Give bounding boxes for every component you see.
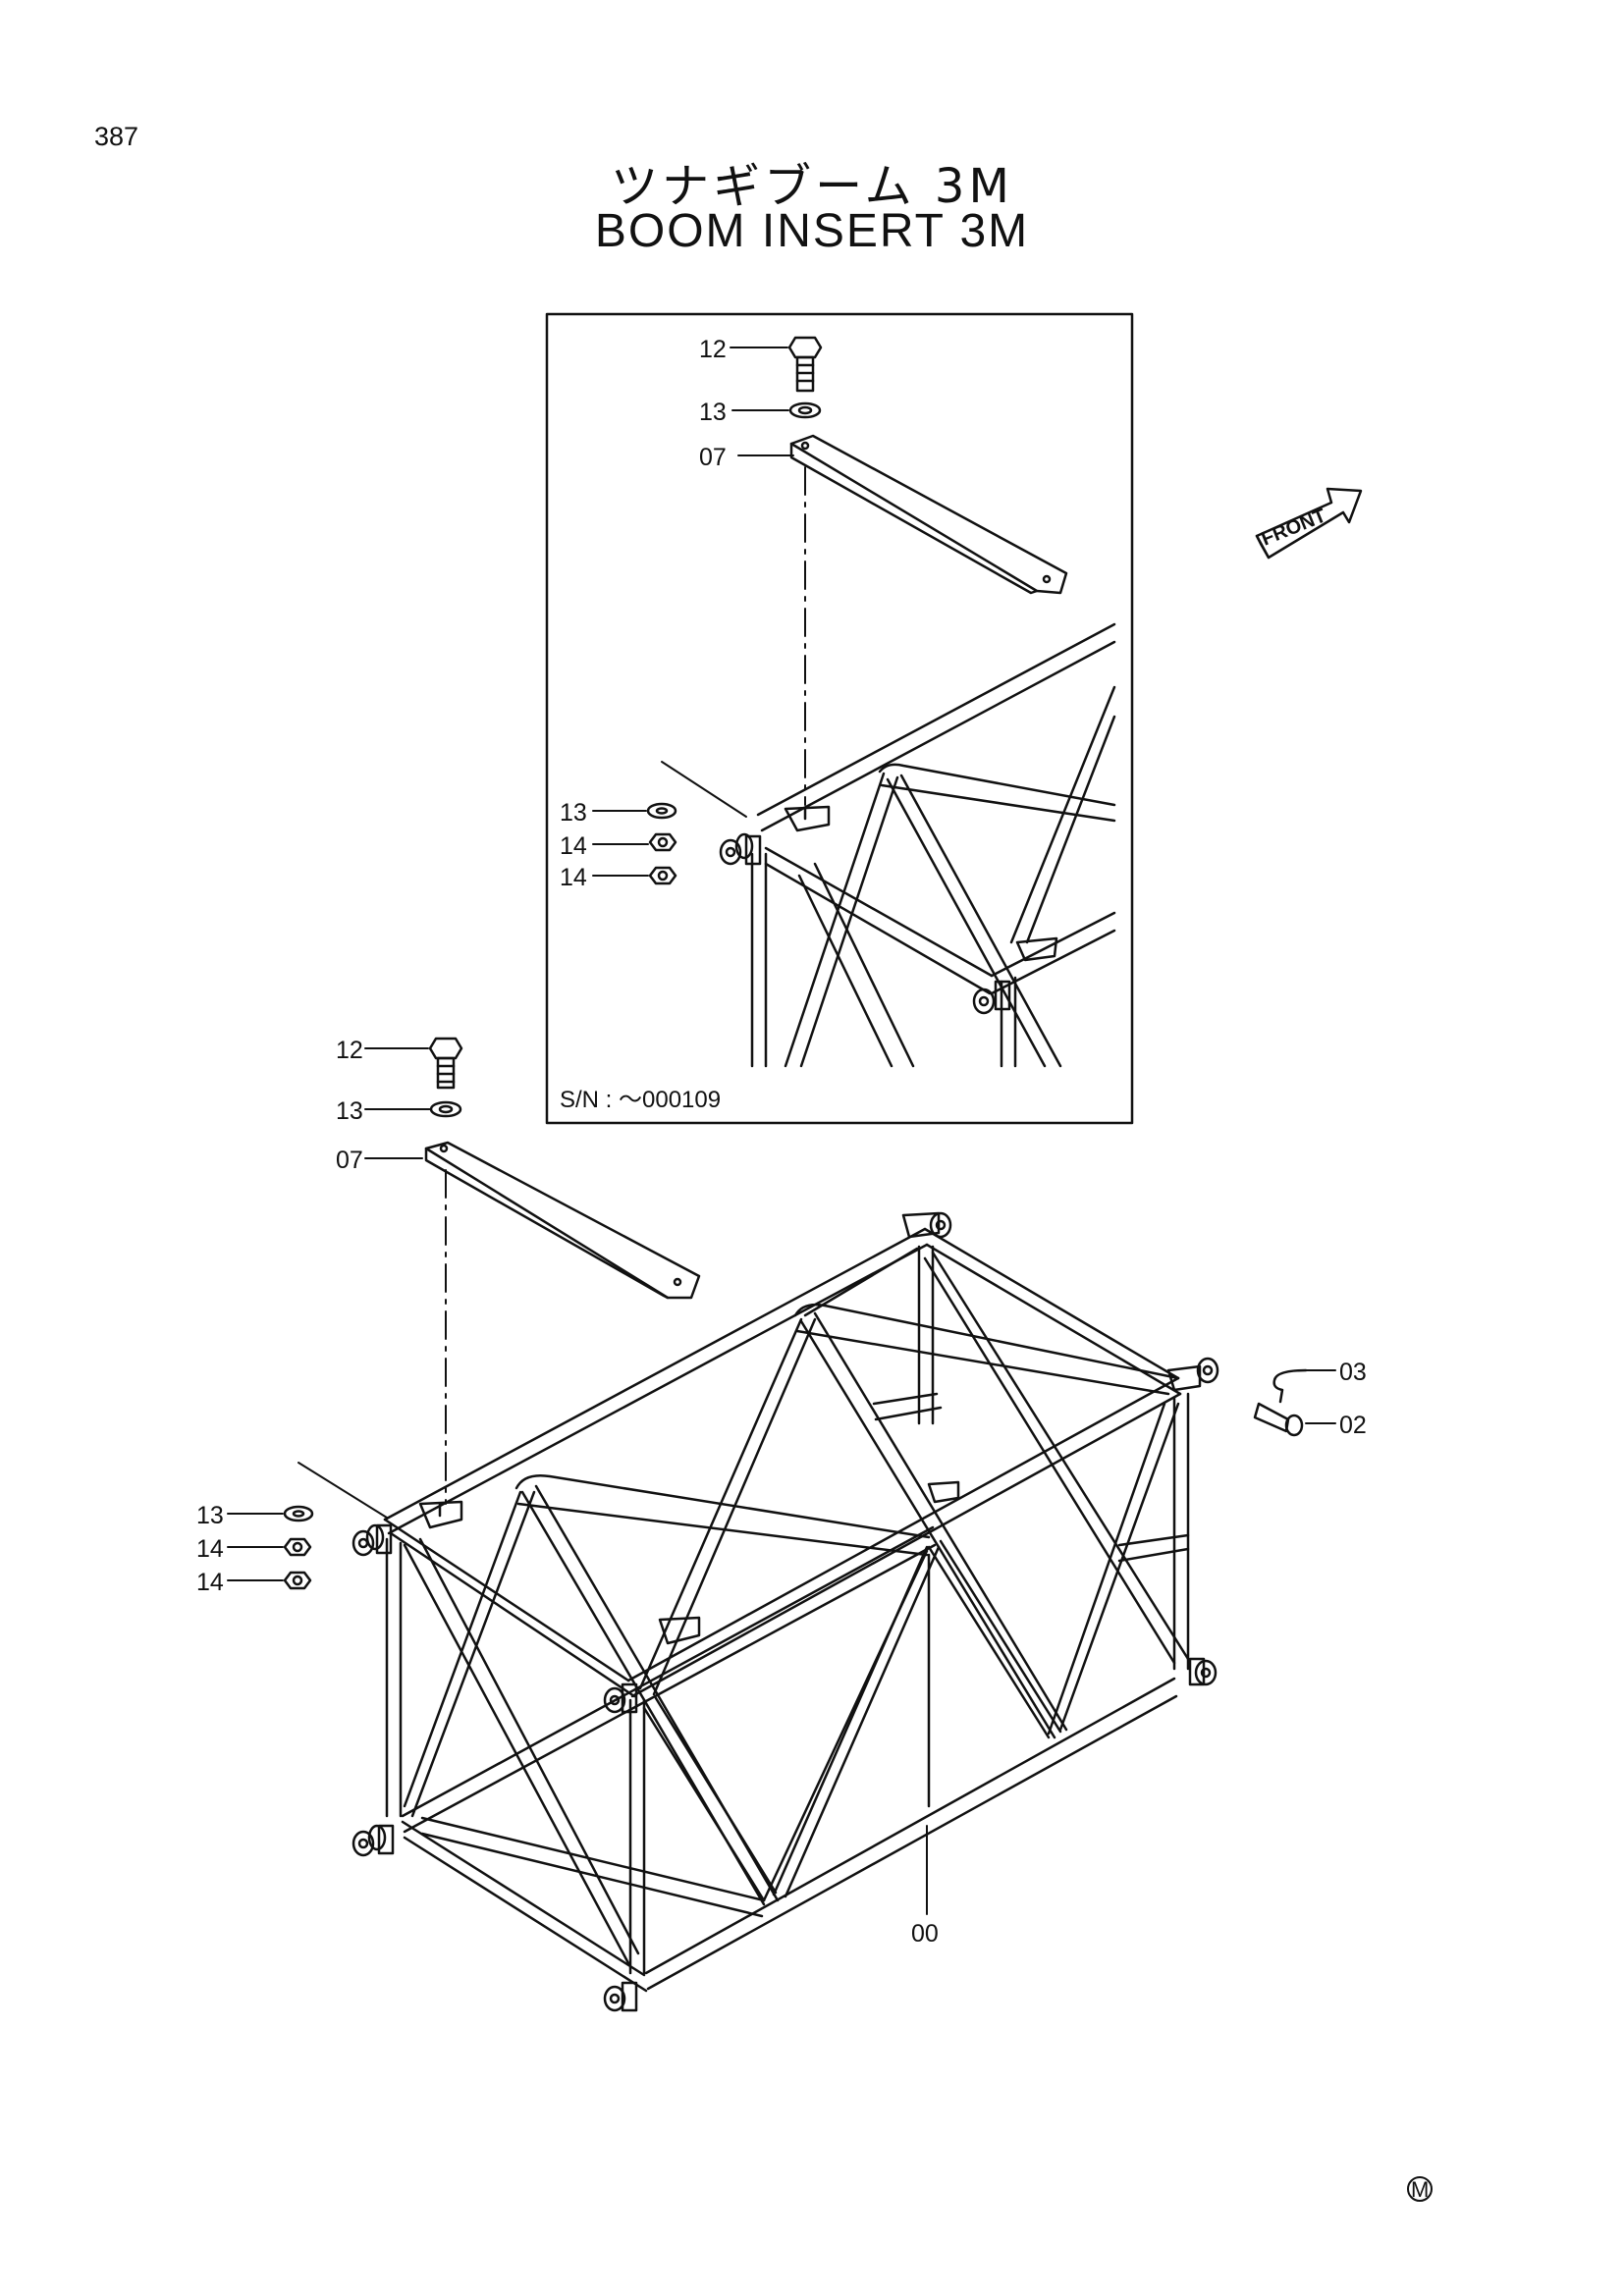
inset-nut-1-icon bbox=[648, 832, 677, 852]
corner-mark-icon: M bbox=[1407, 2176, 1433, 2202]
boom-insert-truss bbox=[352, 1211, 1219, 2012]
inset-washer-bottom-icon bbox=[646, 802, 677, 820]
title-japanese: ツナギブーム 3M bbox=[611, 159, 1013, 214]
inset-truss-fragment bbox=[719, 622, 1116, 1068]
inset-callout-bolt: 12 bbox=[699, 336, 727, 363]
main-callout-nut-2: 14 bbox=[196, 1569, 224, 1596]
main-exploded-parts: 12 13 07 13 14 14 03 02 bbox=[196, 1037, 1367, 1596]
inset-callout-washer-bottom: 13 bbox=[560, 799, 587, 827]
main-strap-icon bbox=[424, 1141, 701, 1300]
snap-pin-icon bbox=[1272, 1368, 1308, 1404]
main-callout-washer-bottom: 13 bbox=[196, 1502, 224, 1529]
inset-callout-washer-top: 13 bbox=[699, 399, 727, 426]
inset-detail: 12 13 07 13 14 14 S/N : ～000109 bbox=[545, 312, 1134, 1125]
main-washer-icon bbox=[429, 1100, 462, 1118]
inset-callout-nut-2: 14 bbox=[560, 864, 587, 891]
corner-mark-letter: M bbox=[1411, 2177, 1429, 2202]
main-callout-pin: 02 bbox=[1339, 1412, 1367, 1439]
main-callout-snap-pin: 03 bbox=[1339, 1359, 1367, 1386]
main-nut-1-icon bbox=[283, 1537, 312, 1557]
inset-leader-group bbox=[661, 761, 747, 818]
main-callout-bolt: 12 bbox=[336, 1037, 363, 1064]
inset-strap-icon bbox=[789, 434, 1068, 595]
pin-icon bbox=[1253, 1402, 1304, 1437]
front-arrow-icon: FRONT bbox=[1255, 487, 1363, 560]
inset-washer-icon bbox=[788, 401, 822, 419]
main-bolt-icon bbox=[428, 1037, 463, 1090]
page-number: 387 bbox=[94, 122, 139, 151]
title-english: BOOM INSERT 3M bbox=[594, 205, 1030, 257]
main-callout-nut-1: 14 bbox=[196, 1535, 224, 1563]
main-callout-boom-insert: 00 bbox=[911, 1920, 939, 1948]
main-washer-bottom-icon bbox=[283, 1505, 314, 1522]
inset-callout-strap: 07 bbox=[699, 444, 727, 471]
main-callout-washer-top: 13 bbox=[336, 1097, 363, 1125]
inset-callout-nut-1: 14 bbox=[560, 832, 587, 860]
inset-frame bbox=[545, 312, 1134, 1125]
main-nut-2-icon bbox=[283, 1571, 312, 1590]
inset-nut-2-icon bbox=[648, 866, 677, 885]
inset-bolt-icon bbox=[787, 336, 823, 393]
main-callout-strap: 07 bbox=[336, 1147, 363, 1174]
serial-number-note: S/N : ～000109 bbox=[560, 1087, 721, 1113]
